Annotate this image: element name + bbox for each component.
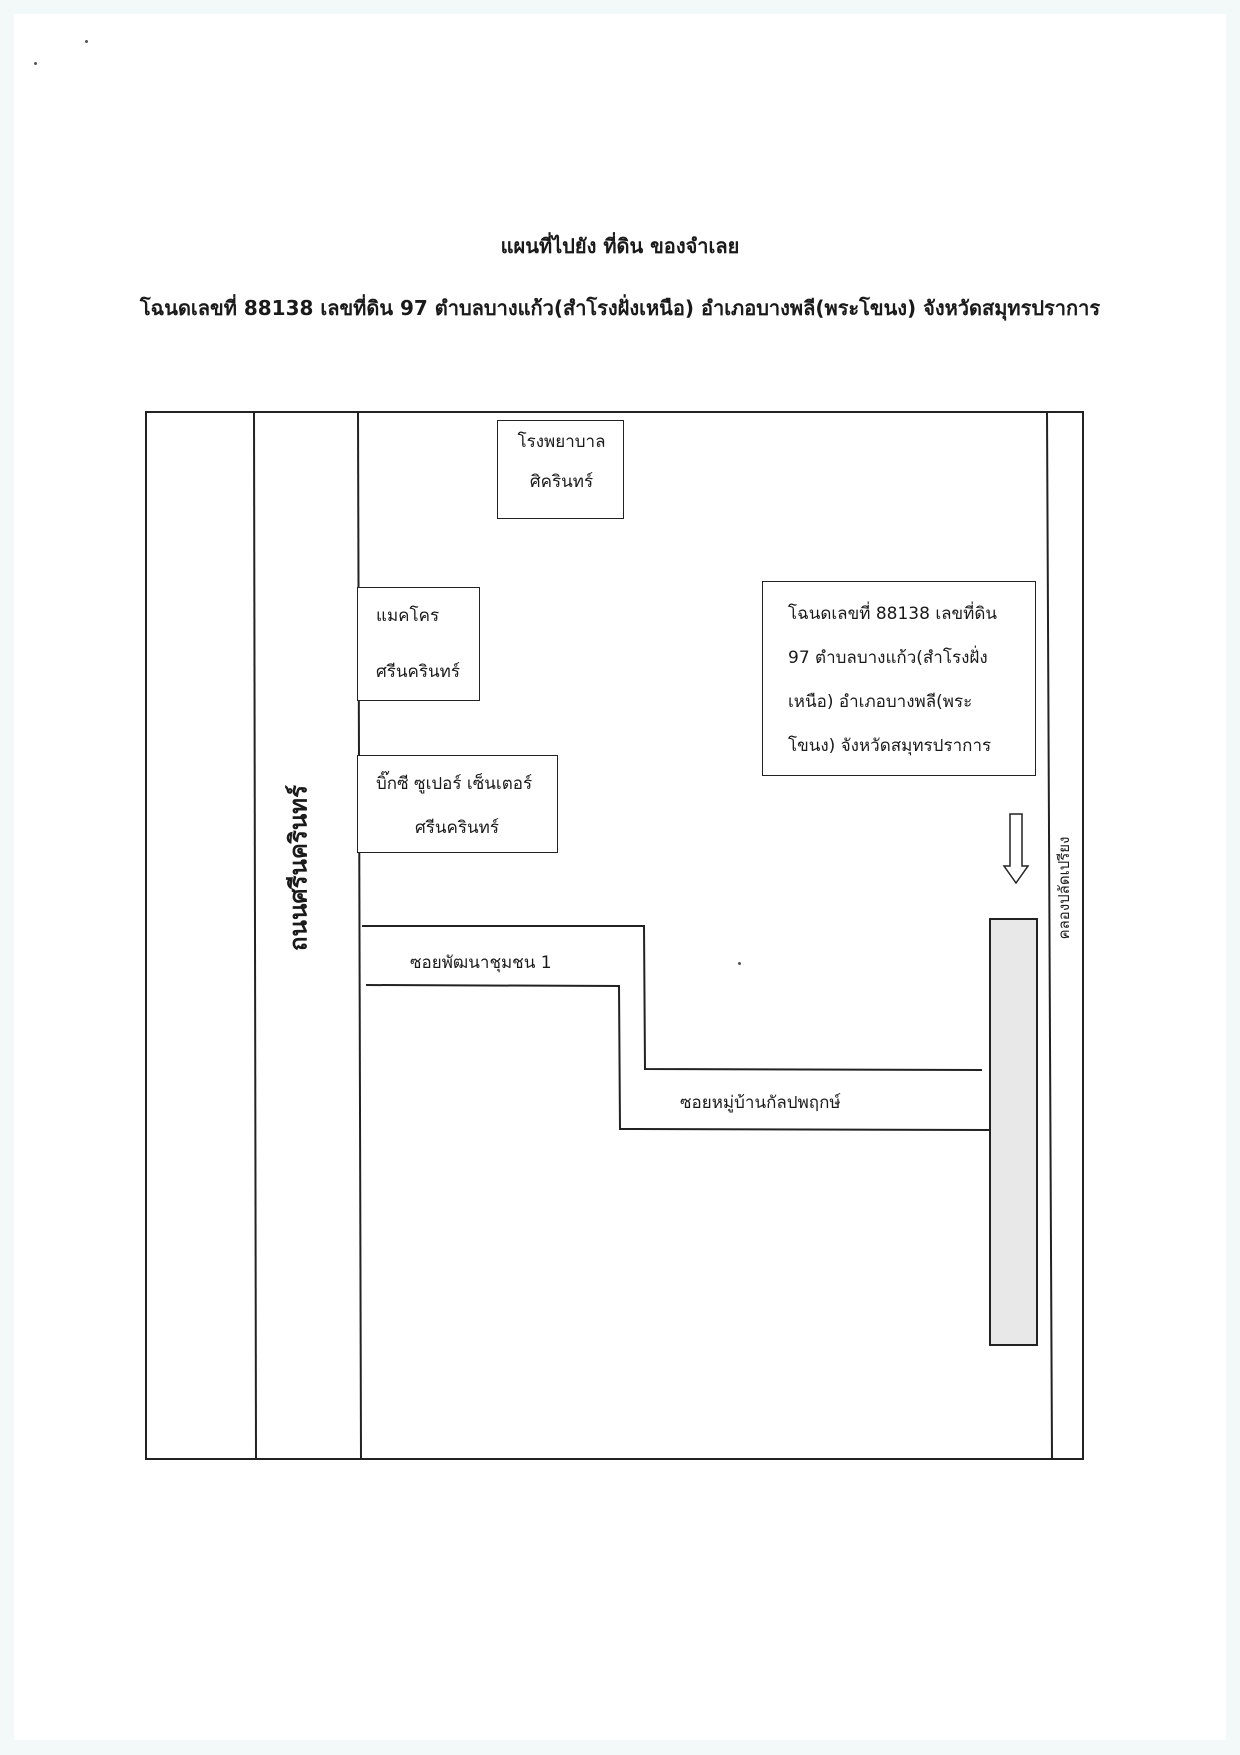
target-land-plot: [989, 918, 1038, 1346]
landmark-hospital-line-1: โรงพยาบาล: [517, 432, 606, 452]
landmark-hospital: โรงพยาบาล ศิครินทร์: [497, 420, 624, 519]
deed-line-3: เหนือ) อำเภอบางพลี(พระ: [788, 692, 973, 712]
landmark-makro: แมคโคร ศรีนครินทร์: [357, 587, 480, 701]
soi-2-label: ซอยหมู่บ้านกัลปพฤกษ์: [680, 1093, 841, 1113]
deed-line-2: 97 ตำบลบางแก้ว(สำโรงฝั่ง: [788, 648, 988, 668]
canal-label: คลองปลัดเปรียง: [1055, 836, 1073, 940]
deed-info-box: โฉนดเลขที่ 88138 เลขที่ดิน 97 ตำบลบางแก้…: [762, 581, 1036, 776]
deed-line-4: โขนง) จังหวัดสมุทรปราการ: [788, 736, 992, 756]
landmark-bigc-line-2: ศรีนครินทร์: [415, 818, 500, 838]
soi-1-upper-edge: [362, 925, 983, 1071]
landmark-makro-line-1: แมคโคร: [376, 606, 440, 626]
landmark-bigc: บิ๊กซี ซูเปอร์ เซ็นเตอร์ ศรีนครินทร์: [357, 755, 558, 853]
landmark-hospital-line-2: ศิครินทร์: [529, 472, 594, 492]
soi-1-label: ซอยพัฒนาชุมชน 1: [410, 953, 552, 973]
scan-speck: [85, 40, 88, 43]
scan-speck: [34, 62, 37, 65]
main-road-label: ถนนศรีนครินทร์: [284, 785, 313, 951]
deed-line-1: โฉนดเลขที่ 88138 เลขที่ดิน: [788, 604, 998, 624]
document-page: [14, 14, 1226, 1740]
main-road-left-edge: [253, 411, 257, 1460]
document-subtitle: โฉนดเลขที่ 88138 เลขที่ดิน 97 ตำบลบางแก้…: [139, 296, 1101, 320]
canal-left-edge: [1046, 411, 1053, 1460]
landmark-bigc-line-1: บิ๊กซี ซูเปอร์ เซ็นเตอร์: [376, 774, 533, 794]
map-frame: [145, 411, 1084, 1460]
down-arrow: [1002, 813, 1030, 885]
landmark-makro-line-2: ศรีนครินทร์: [376, 662, 461, 682]
document-title: แผนที่ไปยัง ที่ดิน ของจำเลย: [500, 234, 740, 258]
soi-1-lower-edge: [365, 984, 991, 1131]
main-road-right-edge: [357, 411, 362, 1460]
scan-speck: [738, 962, 741, 965]
